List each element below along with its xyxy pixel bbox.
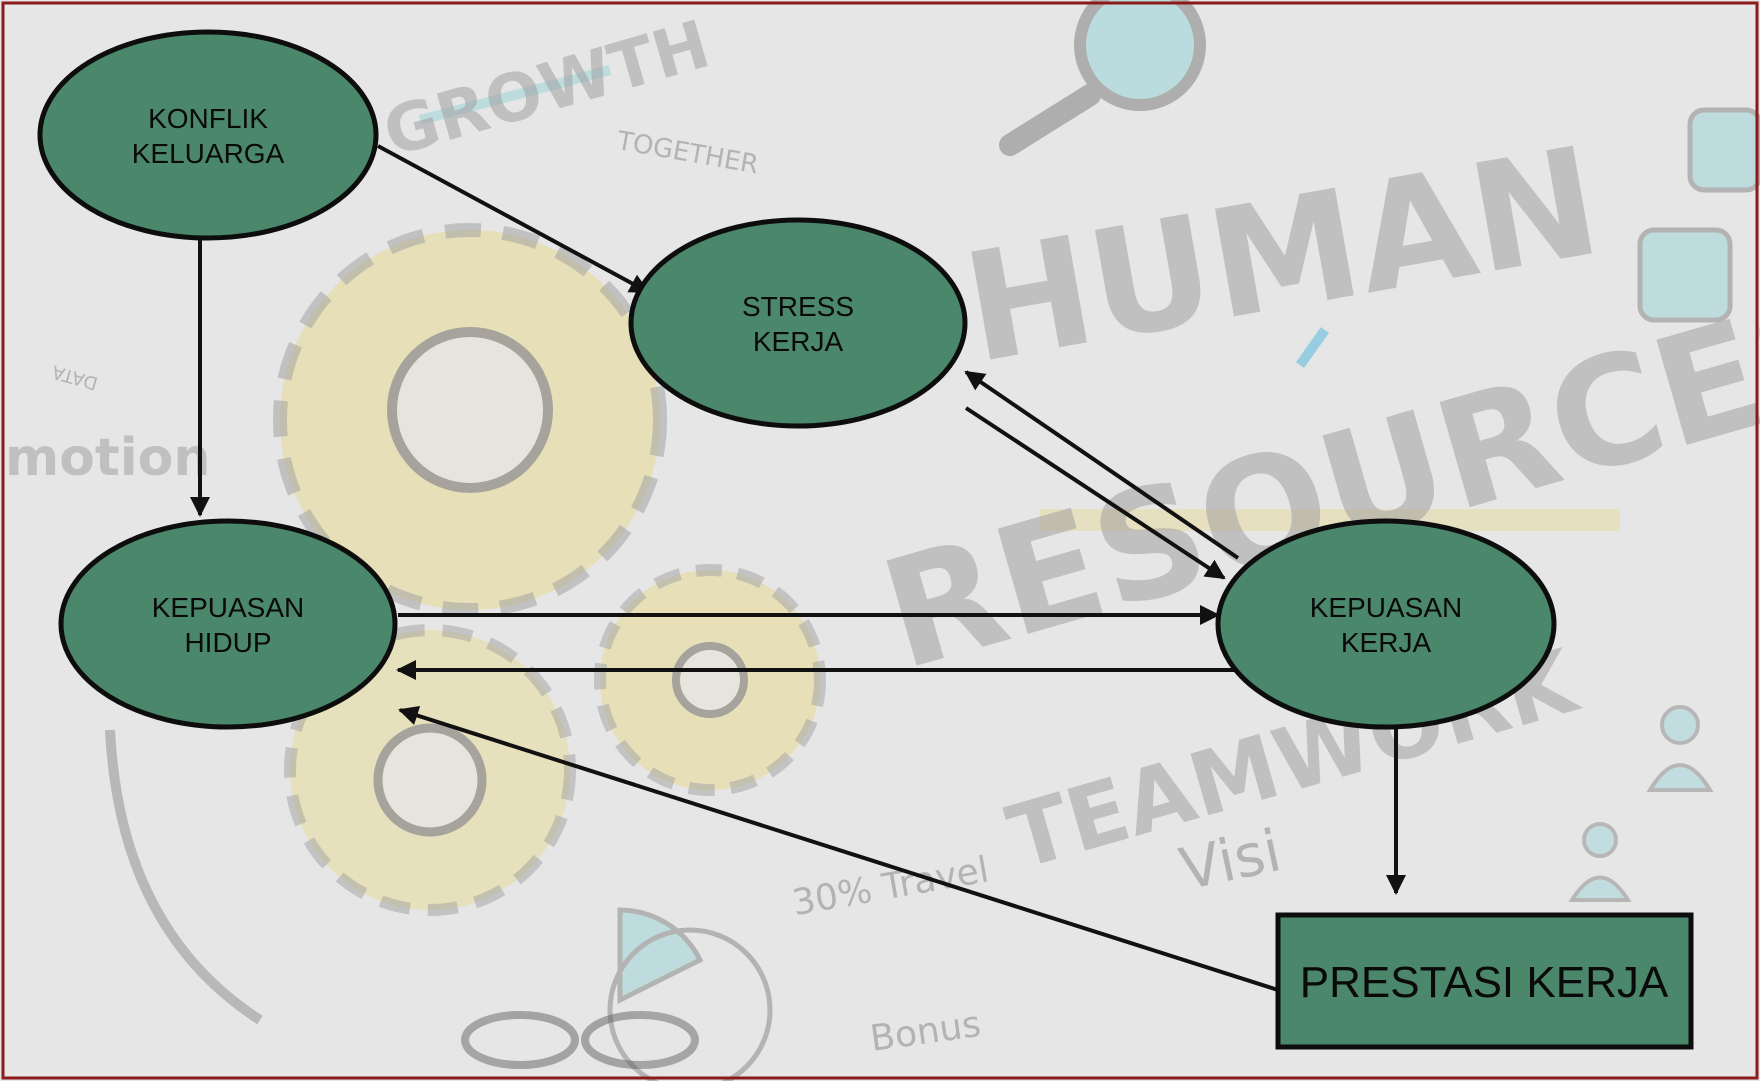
node-shape bbox=[37, 29, 379, 241]
node-label-line1: KONFLIK bbox=[148, 103, 268, 134]
magnifier-icon bbox=[999, 0, 1206, 156]
node-shape bbox=[1275, 912, 1694, 1050]
node-label-line2: KELUARGA bbox=[132, 138, 285, 169]
node-label-line1: KEPUASAN bbox=[1310, 592, 1463, 623]
gear-icon bbox=[284, 624, 576, 916]
node-shape bbox=[1215, 518, 1557, 730]
node-label-line2: KERJA bbox=[753, 326, 844, 357]
people-icon bbox=[1568, 705, 1714, 902]
puzzle-icon bbox=[1637, 107, 1760, 323]
node-label: PRESTASI KERJA bbox=[1300, 958, 1669, 1007]
edges bbox=[190, 144, 1406, 992]
edge-konflik-to-stress bbox=[377, 144, 650, 294]
node-shape bbox=[628, 217, 968, 429]
edge-kepuasan-kerja-to-stress bbox=[964, 370, 1240, 560]
bg-word-motion: motion bbox=[5, 428, 210, 488]
glasses-icon bbox=[461, 1011, 699, 1069]
edge-stress-to-kepuasan-kerja bbox=[964, 406, 1226, 580]
node-label-line2: HIDUP bbox=[184, 627, 271, 658]
node-kepuasan-hidup[interactable]: KEPUASAN HIDUP bbox=[58, 518, 398, 730]
node-label-line1: STRESS bbox=[742, 291, 854, 322]
node-shape bbox=[58, 518, 398, 730]
edge-prestasi-to-kepuasan-hidup bbox=[398, 705, 1279, 992]
node-kepuasan-kerja[interactable]: KEPUASAN KERJA bbox=[1215, 518, 1557, 730]
node-prestasi-kerja[interactable]: PRESTASI KERJA bbox=[1275, 912, 1694, 1050]
node-stress-kerja[interactable]: STRESS KERJA bbox=[628, 217, 968, 429]
node-label-line1: KEPUASAN bbox=[152, 592, 305, 623]
gear-icon bbox=[594, 564, 826, 796]
gear-icon bbox=[273, 223, 667, 617]
pie-chart-icon bbox=[607, 907, 773, 1081]
node-konflik-keluarga[interactable]: KONFLIK KELUARGA bbox=[37, 29, 379, 241]
node-label-line2: KERJA bbox=[1341, 627, 1432, 658]
